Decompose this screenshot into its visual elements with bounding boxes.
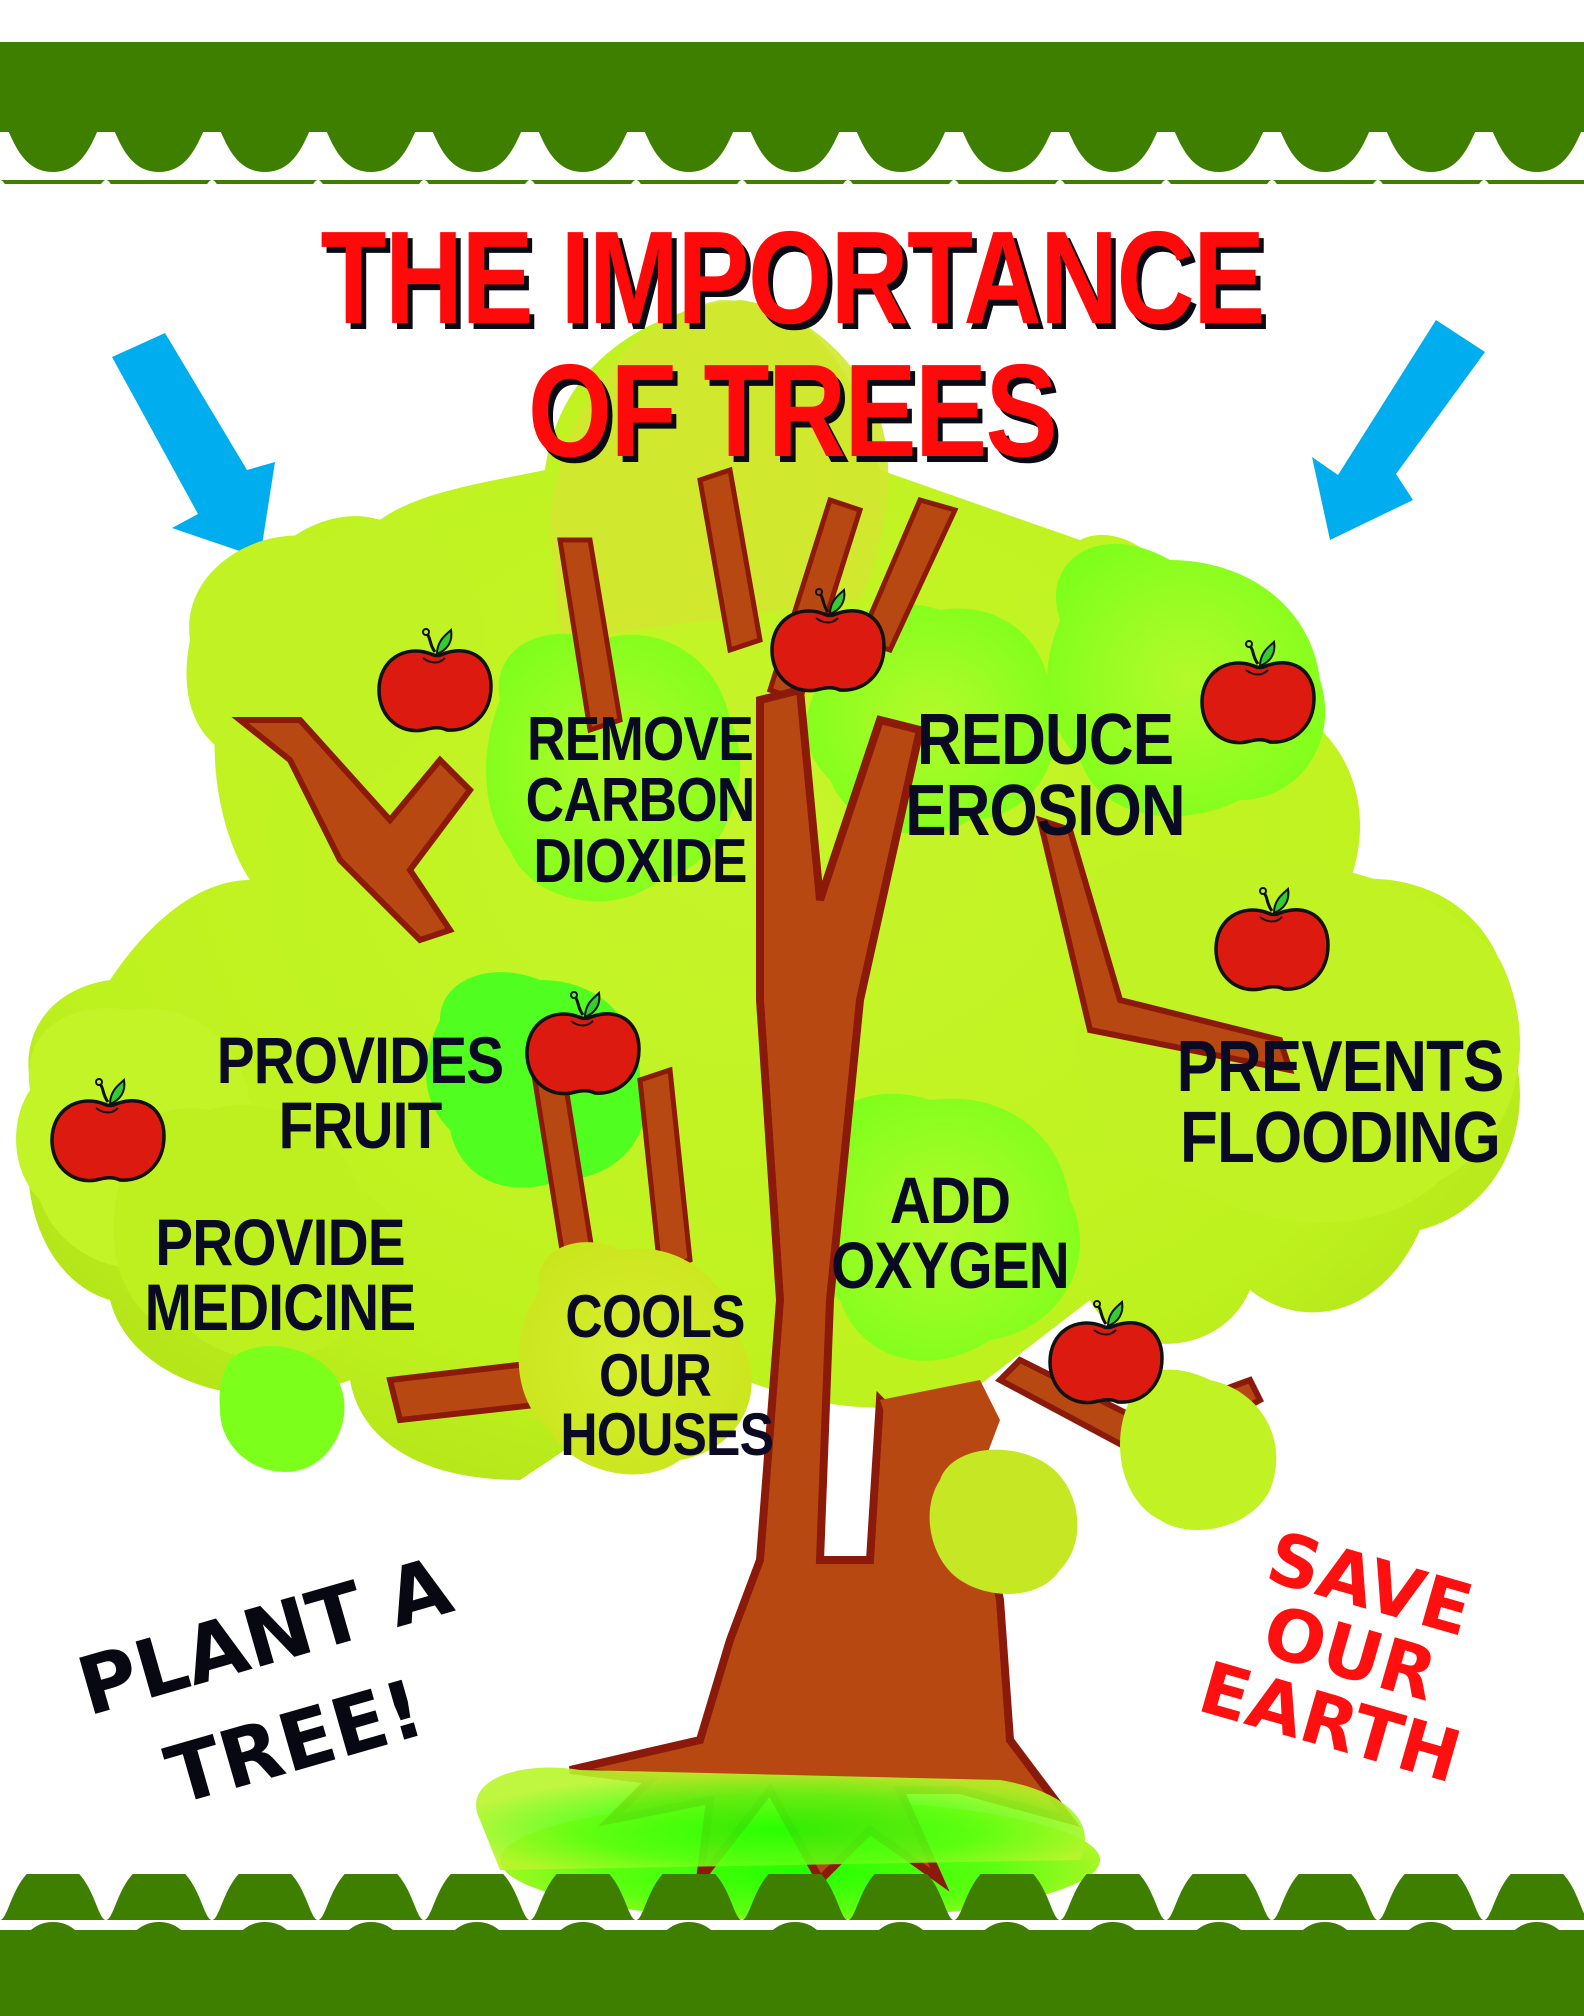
top-scallop-band	[0, 42, 1584, 184]
bottom-band	[0, 1874, 1584, 2016]
grass-base	[476, 1767, 1086, 1870]
arrow-down-right-icon	[112, 333, 275, 558]
poster-title-line2: OF TREES	[527, 337, 1058, 484]
poster-title-line1: THE IMPORTANCE	[320, 204, 1265, 351]
benefit-add-oxygen: ADD OXYGEN	[831, 1163, 1070, 1302]
benefit-provide-medicine: PROVIDE MEDICINE	[144, 1205, 416, 1344]
benefit-cools-our-houses: COOLS OUR HOUSES	[560, 1283, 774, 1468]
arrow-down-left-icon	[1312, 320, 1485, 540]
benefit-provides-fruit: PROVIDES FRUIT	[216, 1023, 504, 1162]
benefit-prevents-flooding: PREVENTS FLOODING	[1176, 1027, 1505, 1178]
benefit-remove-carbon-dioxide: REMOVE CARBON DIOXIDE	[525, 705, 756, 896]
tree-canopy-front	[219, 1242, 1277, 1594]
benefit-reduce-erosion: REDUCE EROSION	[905, 700, 1185, 851]
